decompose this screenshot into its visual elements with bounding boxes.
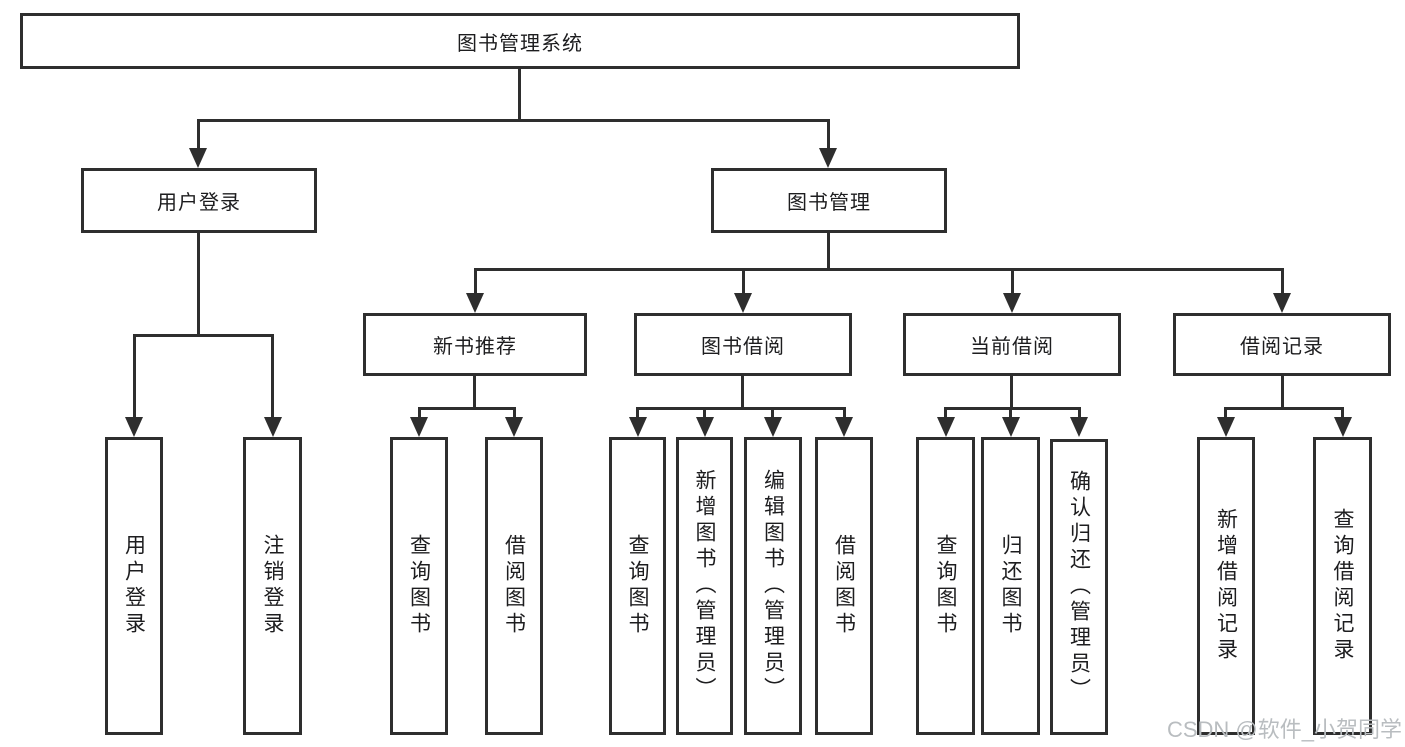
node-root-label: 图书管理系统 <box>457 32 583 55</box>
arrowhead-down-icon <box>696 417 714 437</box>
arrowhead-down-icon <box>1273 293 1291 313</box>
node-leaf-add-book-admin: 新增图书（管理员） <box>676 437 733 735</box>
connector-line <box>133 334 274 337</box>
arrowhead-down-icon <box>189 148 207 168</box>
node-user-login: 用户登录 <box>81 168 317 233</box>
node-leaf-borrow-books-2-label: 借阅图书 <box>832 534 856 638</box>
node-new-book-recommend: 新书推荐 <box>363 313 587 376</box>
node-leaf-return-book-label: 归还图书 <box>999 534 1022 638</box>
connector-line <box>741 375 744 409</box>
node-leaf-query-books-2-label: 查询图书 <box>626 534 649 638</box>
connector-line <box>474 268 1284 271</box>
node-book-management-label: 图书管理 <box>787 192 871 214</box>
arrowhead-down-icon <box>466 293 484 313</box>
node-user-login-label: 用户登录 <box>157 192 241 214</box>
arrowhead-down-icon <box>937 417 955 437</box>
arrowhead-down-icon <box>1070 417 1088 437</box>
node-book-borrow-label: 图书借阅 <box>701 336 785 358</box>
connector-line <box>1009 407 1012 419</box>
node-leaf-query-books-1: 查询图书 <box>390 437 448 735</box>
connector-line <box>474 268 477 295</box>
node-leaf-user-login: 用户登录 <box>105 437 163 735</box>
arrowhead-down-icon <box>629 417 647 437</box>
node-leaf-borrow-books-1: 借阅图书 <box>485 437 543 735</box>
node-leaf-confirm-return-admin: 确认归还（管理员） <box>1050 439 1108 735</box>
connector-line <box>827 119 830 150</box>
node-leaf-query-borrow-record-label: 查询借阅记录 <box>1331 508 1354 664</box>
node-leaf-return-book: 归还图书 <box>981 437 1040 735</box>
connector-line <box>473 375 476 409</box>
connector-line <box>703 407 706 419</box>
connector-line <box>1078 407 1081 419</box>
arrowhead-down-icon <box>125 417 143 437</box>
connector-line <box>771 407 774 419</box>
node-borrow-records-label: 借阅记录 <box>1240 336 1324 358</box>
connector-line <box>197 119 200 150</box>
node-leaf-query-books-2: 查询图书 <box>609 437 666 735</box>
connector-line <box>1011 268 1014 295</box>
arrowhead-down-icon <box>835 417 853 437</box>
arrowhead-down-icon <box>505 417 523 437</box>
connector-line <box>197 119 830 122</box>
connector-line <box>1341 407 1344 419</box>
connector-line <box>1281 375 1284 409</box>
node-book-management: 图书管理 <box>711 168 947 233</box>
arrowhead-down-icon <box>734 293 752 313</box>
node-leaf-add-borrow-record-label: 新增借阅记录 <box>1214 508 1238 664</box>
arrowhead-down-icon <box>264 417 282 437</box>
connector-line <box>742 268 745 295</box>
connector-line <box>827 232 830 271</box>
connector-line <box>944 407 1081 410</box>
connector-line <box>418 407 516 410</box>
node-book-borrow: 图书借阅 <box>634 313 852 376</box>
connector-line <box>518 68 521 122</box>
node-current-borrow-label: 当前借阅 <box>970 336 1054 358</box>
connector-line <box>1010 375 1013 409</box>
node-leaf-borrow-books-1-label: 借阅图书 <box>502 534 526 638</box>
node-leaf-query-books-3-label: 查询图书 <box>934 534 957 638</box>
arrowhead-down-icon <box>764 417 782 437</box>
arrowhead-down-icon <box>1217 417 1235 437</box>
node-leaf-edit-book-admin-label: 编辑图书（管理员） <box>761 469 785 703</box>
node-leaf-edit-book-admin: 编辑图书（管理员） <box>744 437 802 735</box>
node-borrow-records: 借阅记录 <box>1173 313 1391 376</box>
arrowhead-down-icon <box>819 148 837 168</box>
connector-line <box>944 407 947 419</box>
arrowhead-down-icon <box>410 417 428 437</box>
node-new-book-recommend-label: 新书推荐 <box>433 336 517 358</box>
node-leaf-confirm-return-admin-label: 确认归还（管理员） <box>1067 470 1091 704</box>
node-leaf-user-login-label: 用户登录 <box>122 534 146 638</box>
node-leaf-add-book-admin-label: 新增图书（管理员） <box>693 469 716 703</box>
node-current-borrow: 当前借阅 <box>903 313 1121 376</box>
connector-line <box>1281 268 1284 295</box>
node-leaf-query-books-3: 查询图书 <box>916 437 975 735</box>
connector-line <box>418 407 421 419</box>
connector-line <box>133 334 136 419</box>
connector-line <box>1224 407 1227 419</box>
node-root: 图书管理系统 <box>20 13 1020 69</box>
node-leaf-logout-label: 注销登录 <box>261 534 284 638</box>
connector-line <box>636 407 639 419</box>
connector-line <box>197 232 200 337</box>
arrowhead-down-icon <box>1002 417 1020 437</box>
connector-line <box>513 407 516 419</box>
node-leaf-add-borrow-record: 新增借阅记录 <box>1197 437 1255 735</box>
node-leaf-query-borrow-record: 查询借阅记录 <box>1313 437 1372 735</box>
node-leaf-borrow-books-2: 借阅图书 <box>815 437 873 735</box>
node-leaf-logout: 注销登录 <box>243 437 302 735</box>
watermark: CSDN @软件_小贺同学 <box>1166 717 1402 742</box>
node-leaf-query-books-1-label: 查询图书 <box>407 534 431 638</box>
connector-line <box>271 334 274 419</box>
connector-line <box>636 407 846 410</box>
arrowhead-down-icon <box>1003 293 1021 313</box>
arrowhead-down-icon <box>1334 417 1352 437</box>
connector-line <box>1224 407 1344 410</box>
connector-line <box>843 407 846 419</box>
